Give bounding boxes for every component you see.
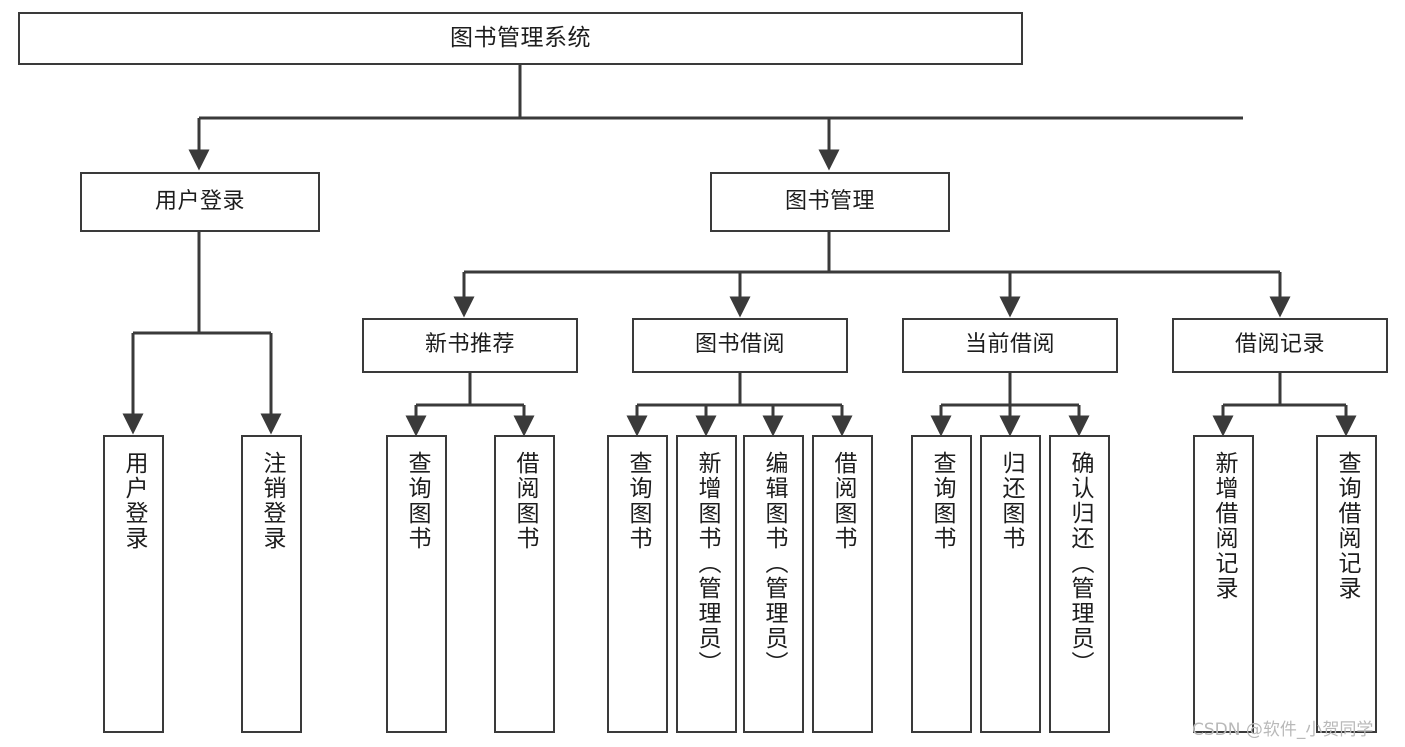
node-leaf-confirm-return[interactable]: 确认归还（管理员） bbox=[1049, 435, 1110, 733]
node-leaf-borrow-book-2[interactable]: 借阅图书 bbox=[812, 435, 873, 733]
node-leaf-confirm-return-label: 确认归还（管理员） bbox=[1067, 451, 1093, 676]
node-leaf-add-book-label: 新增图书（管理员） bbox=[694, 451, 720, 676]
node-book-borrow[interactable]: 图书借阅 bbox=[632, 318, 848, 373]
node-leaf-borrow-book-2-label: 借阅图书 bbox=[830, 451, 856, 551]
node-leaf-logout-login-label: 注销登录 bbox=[259, 451, 285, 551]
node-leaf-query-book-3-label: 查询图书 bbox=[929, 451, 955, 551]
node-user-login-label: 用户登录 bbox=[154, 188, 245, 214]
node-leaf-borrow-book-1[interactable]: 借阅图书 bbox=[494, 435, 555, 733]
node-leaf-borrow-book-1-label: 借阅图书 bbox=[512, 451, 538, 551]
node-leaf-logout-login[interactable]: 注销登录 bbox=[241, 435, 302, 733]
node-root-label: 图书管理系统 bbox=[450, 24, 591, 51]
node-leaf-return-book[interactable]: 归还图书 bbox=[980, 435, 1041, 733]
node-leaf-query-book-1[interactable]: 查询图书 bbox=[386, 435, 447, 733]
node-leaf-add-record[interactable]: 新增借阅记录 bbox=[1193, 435, 1254, 733]
node-new-book-rec-label: 新书推荐 bbox=[424, 332, 515, 358]
node-leaf-query-book-2[interactable]: 查询图书 bbox=[607, 435, 668, 733]
node-leaf-edit-book[interactable]: 编辑图书（管理员） bbox=[743, 435, 804, 733]
node-borrow-record-label: 借阅记录 bbox=[1234, 332, 1325, 358]
node-leaf-query-book-3[interactable]: 查询图书 bbox=[911, 435, 972, 733]
node-borrow-record[interactable]: 借阅记录 bbox=[1172, 318, 1388, 373]
node-user-login[interactable]: 用户登录 bbox=[80, 172, 320, 232]
node-root[interactable]: 图书管理系统 bbox=[18, 12, 1023, 65]
node-leaf-query-book-1-label: 查询图书 bbox=[404, 451, 430, 551]
node-current-borrow-label: 当前借阅 bbox=[964, 332, 1055, 358]
node-leaf-query-book-2-label: 查询图书 bbox=[625, 451, 651, 551]
node-new-book-rec[interactable]: 新书推荐 bbox=[362, 318, 578, 373]
node-leaf-add-record-label: 新增借阅记录 bbox=[1211, 451, 1237, 601]
node-book-manage-label: 图书管理 bbox=[784, 188, 875, 214]
node-leaf-return-book-label: 归还图书 bbox=[998, 451, 1024, 551]
node-leaf-query-record-label: 查询借阅记录 bbox=[1334, 451, 1360, 601]
csdn-watermark: CSDN @软件_小贺同学 bbox=[1192, 720, 1374, 740]
node-leaf-add-book[interactable]: 新增图书（管理员） bbox=[676, 435, 737, 733]
node-leaf-user-login[interactable]: 用户登录 bbox=[103, 435, 164, 733]
node-leaf-edit-book-label: 编辑图书（管理员） bbox=[761, 451, 787, 676]
node-leaf-query-record[interactable]: 查询借阅记录 bbox=[1316, 435, 1377, 733]
node-book-manage[interactable]: 图书管理 bbox=[710, 172, 950, 232]
node-leaf-user-login-label: 用户登录 bbox=[121, 451, 147, 551]
node-book-borrow-label: 图书借阅 bbox=[694, 332, 785, 358]
node-current-borrow[interactable]: 当前借阅 bbox=[902, 318, 1118, 373]
